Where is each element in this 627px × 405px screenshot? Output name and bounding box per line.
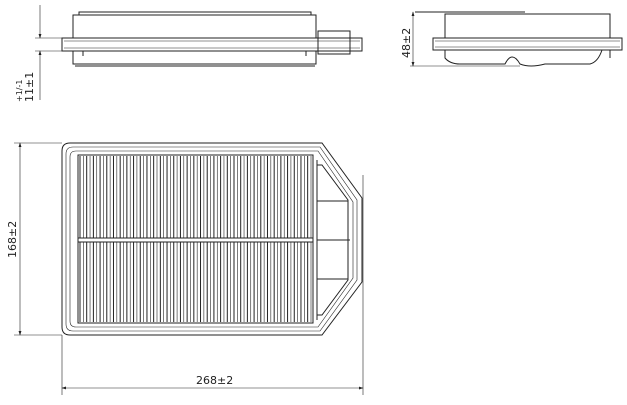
thickness-tolerance-label: +1/-1 [15,80,24,102]
end-view: 48±2 [400,11,623,67]
width-dimension-label: 168±2 [6,221,19,258]
thickness-dimension-label: 11±1 [23,72,36,102]
side-view: 11±1 +1/-1 [15,5,363,102]
length-dimension-label: 268±2 [196,374,233,387]
height-dimension-label: 48±2 [400,28,413,58]
plan-view: 168±2 268±2 [6,142,364,395]
filter-pleats [79,156,312,322]
